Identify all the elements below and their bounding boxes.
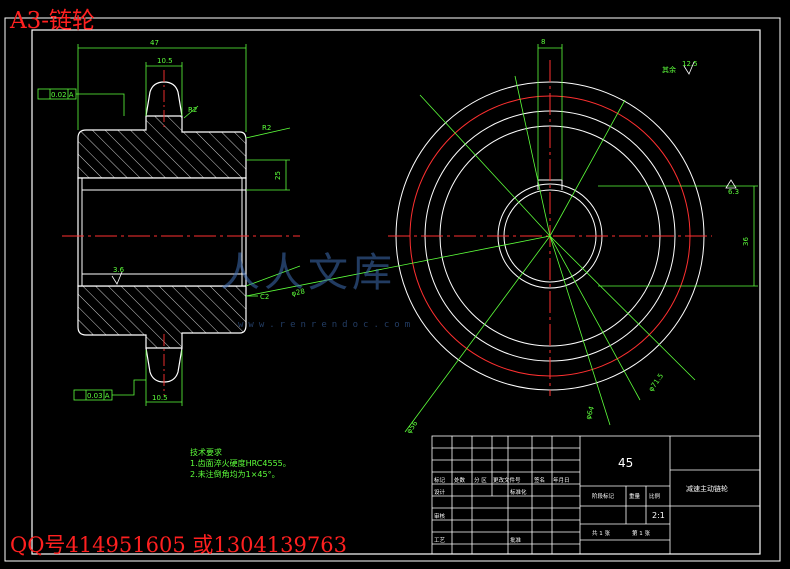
dim-top-width: 47 xyxy=(150,39,159,47)
tb-std: 标准化 xyxy=(510,488,527,496)
hub-dim: 25 xyxy=(274,171,282,180)
other-roughness-label: 其余 xyxy=(662,65,676,74)
watermark-url: www.renrendoc.com xyxy=(238,320,416,330)
tb-count: 处数 xyxy=(454,476,466,484)
section-view xyxy=(62,70,300,395)
tb-process: 工艺 xyxy=(434,537,446,544)
roughness-left: 3.6 xyxy=(113,266,125,274)
dim-teeth-width-bottom: 10.5 xyxy=(152,394,168,402)
roughness-right: 6.3 xyxy=(728,188,739,196)
tb-mark: 标记 xyxy=(434,476,446,484)
radius-small: R2 xyxy=(188,106,197,114)
outer-frame xyxy=(4,17,781,562)
title-block xyxy=(431,435,761,555)
tb-doc: 更改文件号 xyxy=(493,476,521,484)
left-dimensions xyxy=(37,44,301,406)
tb-design: 设计 xyxy=(434,488,446,496)
pitch-dia: φ64 xyxy=(584,405,596,421)
tech-note-2: 2.未注倒角均为1×45°。 xyxy=(190,470,280,479)
hub-height-dim: 36 xyxy=(742,237,750,246)
dim-teeth-width: 10.5 xyxy=(157,57,173,65)
tech-notes-heading: 技术要求 xyxy=(190,448,222,457)
roughness-tr: 12.5 xyxy=(682,60,698,68)
tb-sheet-total: 共 1 张 xyxy=(592,529,610,537)
end-view xyxy=(388,60,712,396)
radius-label: R2 xyxy=(262,124,271,132)
tb-zone: 分 区 xyxy=(474,476,487,484)
bore-dia: φ28 xyxy=(291,287,306,298)
tb-weight: 重量 xyxy=(629,492,641,500)
contact-info: QQ号414951605 或1304139763 xyxy=(10,533,347,557)
tb-ratio: 比例 xyxy=(649,492,661,500)
tech-note-1: 1.齿面淬火硬度HRC4555。 xyxy=(190,459,291,468)
gdt-top-label: 0.02 A xyxy=(51,91,74,99)
gdt-bottom-label: 0.03 A xyxy=(87,392,110,400)
page-title: A3-链轮 xyxy=(10,8,96,34)
tb-sheet-no: 第 1 张 xyxy=(632,529,650,537)
tb-review: 审核 xyxy=(434,512,446,520)
tb-scale: 2:1 xyxy=(652,511,665,520)
tb-material: 45 xyxy=(618,456,633,470)
keyway-width: 8 xyxy=(541,38,545,46)
watermark-text: 人人文库 xyxy=(220,250,396,296)
tb-part-name: 减速主动链轮 xyxy=(686,484,728,493)
inner-frame xyxy=(31,29,761,555)
right-dimensions xyxy=(245,44,758,433)
tb-approve: 批准 xyxy=(510,536,522,544)
tb-sign: 签名 xyxy=(534,476,545,484)
chamfer-label: C2 xyxy=(260,293,269,301)
tb-stage: 阶段标记 xyxy=(592,492,615,500)
tb-date: 年月日 xyxy=(553,476,570,484)
